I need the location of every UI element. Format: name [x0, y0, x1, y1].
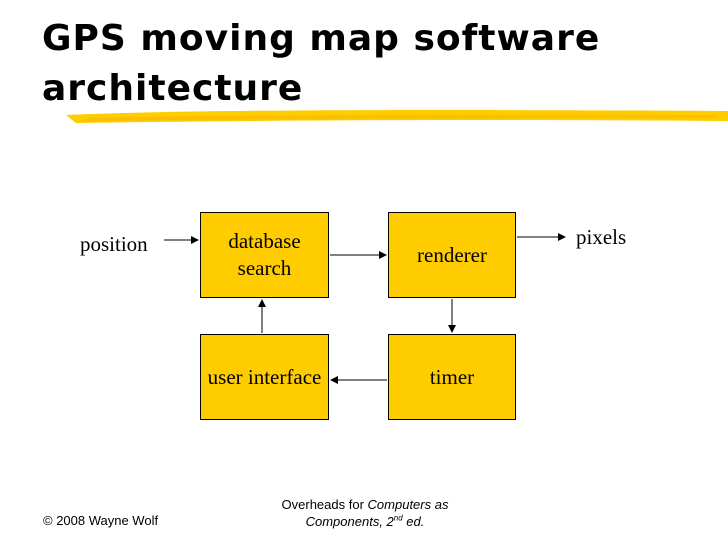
- overheads-prefix: Overheads for: [281, 497, 368, 512]
- database-search-label: database search: [228, 229, 301, 280]
- timer-block: timer: [388, 334, 516, 420]
- overheads-footer: Overheads for Computers as Components, 2…: [260, 496, 470, 530]
- pixels-label: pixels: [576, 225, 627, 249]
- timer-label: timer: [429, 364, 475, 389]
- database-search-block: database search: [200, 212, 329, 298]
- overheads-book: Computers as Components, 2: [305, 497, 449, 529]
- user-interface-label: user interface: [207, 364, 322, 389]
- copyright-footer: © 2008 Wayne Wolf: [43, 513, 159, 528]
- user-interface-block: user interface: [200, 334, 329, 420]
- edition-superscript: nd: [393, 513, 403, 523]
- slide-title: GPS moving map software architecture: [42, 18, 601, 109]
- position-label: position: [80, 232, 148, 256]
- overheads-suffix: ed.: [402, 514, 425, 529]
- renderer-block: renderer: [388, 212, 516, 298]
- title-underline-brushstroke: [66, 110, 728, 123]
- renderer-label: renderer: [417, 242, 487, 267]
